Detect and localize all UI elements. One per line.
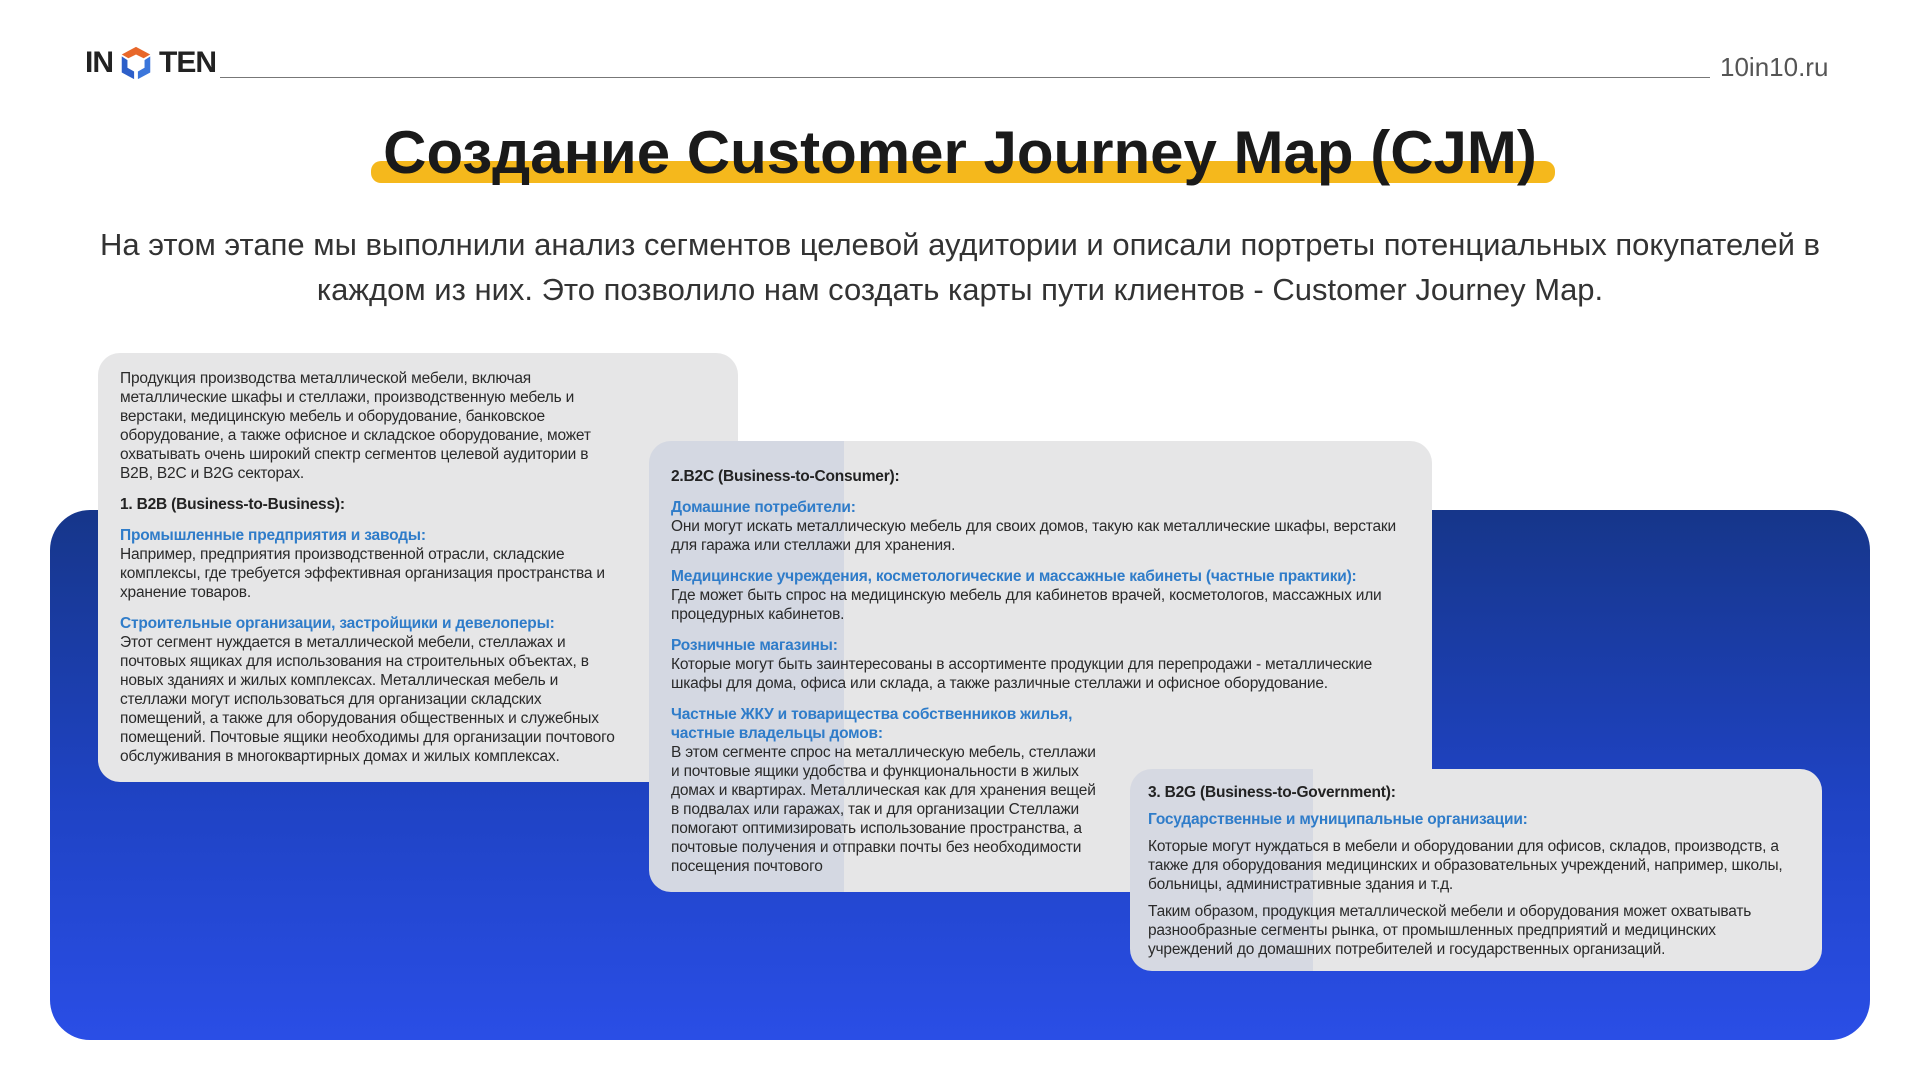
segment-title: Домашние потребители: xyxy=(671,499,856,516)
section-heading: 3. B2G (Business-to-Government): xyxy=(1148,784,1396,801)
conclusion-text: Таким образом, продукция металлической м… xyxy=(1148,903,1752,958)
segment-title: Частные ЖКУ и товарищества собственников… xyxy=(671,706,1073,742)
card-b2c: 2.B2C (Business-to-Consumer): Домашние п… xyxy=(649,441,1432,892)
card-b2b: Продукция производства металлической меб… xyxy=(98,353,738,782)
segment-text: Где может быть спрос на медицинскую мебе… xyxy=(671,587,1382,623)
segment-text: Которые могут нуждаться в мебели и обору… xyxy=(1148,838,1783,893)
segment-title: Промышленные предприятия и заводы: xyxy=(120,527,426,544)
logo: IN TEN xyxy=(85,44,217,82)
page-title: Создание Customer Journey Map (CJM) xyxy=(371,118,1555,187)
segment-text: В этом сегменте спрос на металлическую м… xyxy=(671,744,1096,875)
cube-icon xyxy=(121,46,151,80)
intro-text: Продукция производства металлической меб… xyxy=(120,370,591,482)
logo-text-right: TEN xyxy=(159,46,217,79)
logo-text-left: IN xyxy=(85,46,114,79)
segment-text: Этот сегмент нуждается в металлической м… xyxy=(120,634,615,765)
segment-title: Розничные магазины: xyxy=(671,637,838,654)
segment-text: Которые могут быть заинтересованы в ассо… xyxy=(671,656,1373,692)
section-heading: 2.B2C (Business-to-Consumer): xyxy=(671,468,900,485)
segment-text: Например, предприятия производственной о… xyxy=(120,546,605,601)
segment-text: Они могут искать металлическую мебель дл… xyxy=(671,518,1396,554)
page-subtitle: На этом этапе мы выполнили анализ сегмен… xyxy=(100,227,1820,307)
section-heading: 1. B2B (Business-to-Business): xyxy=(120,496,345,513)
site-url[interactable]: 10in10.ru xyxy=(1720,52,1829,82)
segment-title: Государственные и муниципальные организа… xyxy=(1148,811,1528,828)
segment-title: Строительные организации, застройщики и … xyxy=(120,615,555,632)
card-b2g: 3. B2G (Business-to-Government): Государ… xyxy=(1130,769,1822,971)
header-divider xyxy=(220,77,1710,78)
segment-title: Медицинские учреждения, косметологически… xyxy=(671,568,1357,585)
